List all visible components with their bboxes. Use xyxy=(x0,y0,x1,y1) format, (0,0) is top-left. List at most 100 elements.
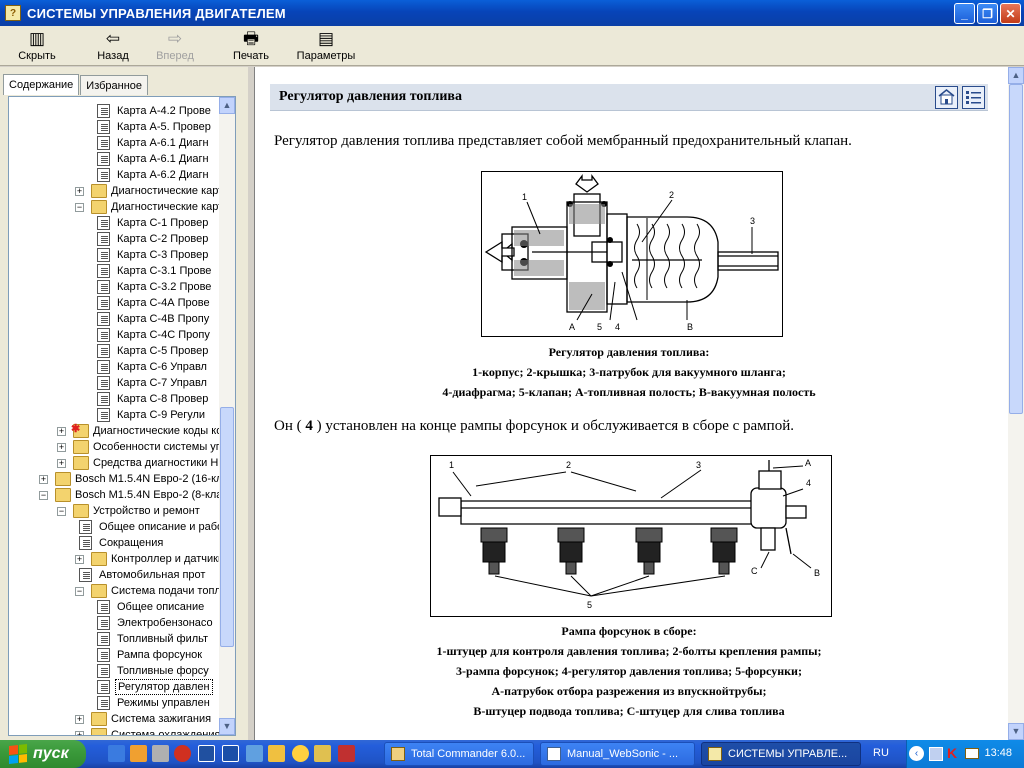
tree-item[interactable]: Карта С-9 Регули xyxy=(9,407,221,423)
expand-icon[interactable]: + xyxy=(57,442,66,452)
language-indicator[interactable]: RU xyxy=(873,747,889,759)
firefox-icon[interactable] xyxy=(130,745,147,762)
tree-item[interactable]: +✱Диагностические коды кон xyxy=(9,423,221,439)
notepad-icon[interactable] xyxy=(246,745,263,762)
tab-favorites[interactable]: Избранное xyxy=(80,75,149,95)
start-button[interactable]: пуск xyxy=(0,740,86,768)
tree-item[interactable]: Карта С-4А Прове xyxy=(9,295,221,311)
expand-icon[interactable]: + xyxy=(39,474,48,484)
tree-item[interactable]: Карта С-6 Управл xyxy=(9,359,221,375)
back-button[interactable]: ⇦ Назад xyxy=(82,26,144,66)
task-total-commander[interactable]: Total Commander 6.0... xyxy=(384,742,534,766)
tree-item[interactable]: Карта С-5 Провер xyxy=(9,343,221,359)
forward-button[interactable]: ⇨ Вперед xyxy=(144,26,206,66)
tree-item[interactable]: Карта С-4С Пропу xyxy=(9,327,221,343)
tree-item[interactable]: Электробензонасо xyxy=(9,615,221,631)
tree-item[interactable]: Карта С-1 Провер xyxy=(9,215,221,231)
tree-item[interactable]: +Система зажигания xyxy=(9,711,221,727)
tree-item[interactable]: Карта А-6.1 Диагн xyxy=(9,151,221,167)
tree-item[interactable]: Карта А-5. Провер xyxy=(9,119,221,135)
close-button[interactable]: ✕ xyxy=(1000,3,1021,24)
tool-icon[interactable] xyxy=(338,745,355,762)
expand-icon[interactable]: + xyxy=(57,426,66,436)
opera-icon[interactable] xyxy=(174,745,191,762)
tree-item[interactable]: Общее описание xyxy=(9,599,221,615)
total-commander-icon xyxy=(391,747,405,761)
tree-item[interactable]: +Bosch M1.5.4N Евро-2 (16-клап xyxy=(9,471,221,487)
scroll-thumb[interactable] xyxy=(220,407,234,647)
tab-contents[interactable]: Содержание xyxy=(3,74,80,95)
tree-item[interactable]: Рампа форсунок xyxy=(9,647,221,663)
scroll-up-icon[interactable]: ▲ xyxy=(219,97,235,114)
media-icon[interactable] xyxy=(152,745,169,762)
tray-expand-icon[interactable]: ‹ xyxy=(909,746,924,761)
tree-item[interactable]: Карта А-6.2 Диагн xyxy=(9,167,221,183)
tree-item[interactable]: −Устройство и ремонт xyxy=(9,503,221,519)
print-button[interactable]: 🖶 Печать xyxy=(220,26,282,66)
tree-scrollbar[interactable]: ▲ ▼ xyxy=(219,97,235,735)
scroll-down-icon[interactable]: ▼ xyxy=(219,718,235,735)
article-scrollbar[interactable]: ▲ ▼ xyxy=(1008,67,1024,740)
tab-favorites-label: Избранное xyxy=(86,79,143,92)
scroll-down-icon[interactable]: ▼ xyxy=(1008,723,1024,740)
home-icon[interactable] xyxy=(935,86,958,109)
expand-icon[interactable]: + xyxy=(75,714,84,724)
expand-icon[interactable]: + xyxy=(75,186,84,196)
task-manual-websonic[interactable]: Manual_WebSonic - ... xyxy=(540,742,695,766)
tree-item[interactable]: +Особенности системы упр xyxy=(9,439,221,455)
document-icon xyxy=(97,216,110,230)
tree-item[interactable]: +Система охлаждения xyxy=(9,727,221,735)
winamp-icon[interactable] xyxy=(268,745,285,762)
tree-item[interactable]: +Средства диагностики НГ xyxy=(9,455,221,471)
fig1-label-b: В xyxy=(687,322,693,332)
tree-item[interactable]: Карта С-3 Провер xyxy=(9,247,221,263)
tree-item[interactable]: Карта С-8 Провер xyxy=(9,391,221,407)
desktop-icon[interactable] xyxy=(198,745,215,762)
tree-item[interactable]: Регулятор давлен xyxy=(9,679,221,695)
expand-icon[interactable]: + xyxy=(75,554,84,564)
hide-button[interactable]: ▥ Скрыть xyxy=(6,26,68,66)
tree-item[interactable]: Топливный фильт xyxy=(9,631,221,647)
tree-item[interactable]: Карта А-4.2 Прове xyxy=(9,103,221,119)
tree-item[interactable]: Автомобильная прот xyxy=(9,567,221,583)
minimize-button[interactable]: _ xyxy=(954,3,975,24)
tree-item[interactable]: +Контроллер и датчики xyxy=(9,551,221,567)
network-icon[interactable] xyxy=(929,747,943,761)
messenger-icon[interactable] xyxy=(292,745,309,762)
collapse-icon[interactable]: − xyxy=(57,506,66,516)
folder-icon xyxy=(91,552,107,566)
task-engine-systems[interactable]: СИСТЕМЫ УПРАВЛЕ... xyxy=(701,742,861,766)
ie-icon[interactable] xyxy=(108,745,125,762)
tree-item[interactable]: Режимы управлен xyxy=(9,695,221,711)
tree-item-label: Карта С-3 Провер xyxy=(117,249,209,261)
tree-item[interactable]: −Система подачи топл xyxy=(9,583,221,599)
tree-item[interactable]: −Диагностические карт xyxy=(9,199,221,215)
scroll-thumb[interactable] xyxy=(1009,84,1023,414)
tree-item[interactable]: Карта С-3.2 Прове xyxy=(9,279,221,295)
collapse-icon[interactable]: − xyxy=(75,202,84,212)
tree-item[interactable]: Карта С-4В Пропу xyxy=(9,311,221,327)
expand-icon[interactable]: + xyxy=(57,458,66,468)
tree-item[interactable]: −Bosch M1.5.4N Евро-2 (8-клап xyxy=(9,487,221,503)
scroll-up-icon[interactable]: ▲ xyxy=(1008,67,1024,84)
tree-item[interactable]: Общее описание и рабо xyxy=(9,519,221,535)
collapse-icon[interactable]: − xyxy=(75,586,84,596)
collapse-icon[interactable]: − xyxy=(39,490,48,500)
mail-icon[interactable] xyxy=(965,748,979,759)
tree-item[interactable]: Топливные форсу xyxy=(9,663,221,679)
folder-icon[interactable] xyxy=(314,745,331,762)
tree-item[interactable]: Карта С-3.1 Прове xyxy=(9,263,221,279)
expand-icon[interactable]: + xyxy=(75,731,84,735)
folder-open-icon xyxy=(91,584,107,598)
tree-item[interactable]: Карта А-6.1 Диагн xyxy=(9,135,221,151)
options-button[interactable]: ▤ Параметры xyxy=(290,26,362,66)
tree-item[interactable]: +Диагностические карт xyxy=(9,183,221,199)
tree-item[interactable]: Сокращения xyxy=(9,535,221,551)
contents-list-icon[interactable] xyxy=(962,86,985,109)
antivirus-icon[interactable]: K xyxy=(947,745,958,761)
tree-item[interactable]: Карта С-7 Управл xyxy=(9,375,221,391)
restore-button[interactable]: ❐ xyxy=(977,3,998,24)
document-icon xyxy=(97,664,110,678)
tree-item[interactable]: Карта С-2 Провер xyxy=(9,231,221,247)
word-icon[interactable] xyxy=(222,745,239,762)
